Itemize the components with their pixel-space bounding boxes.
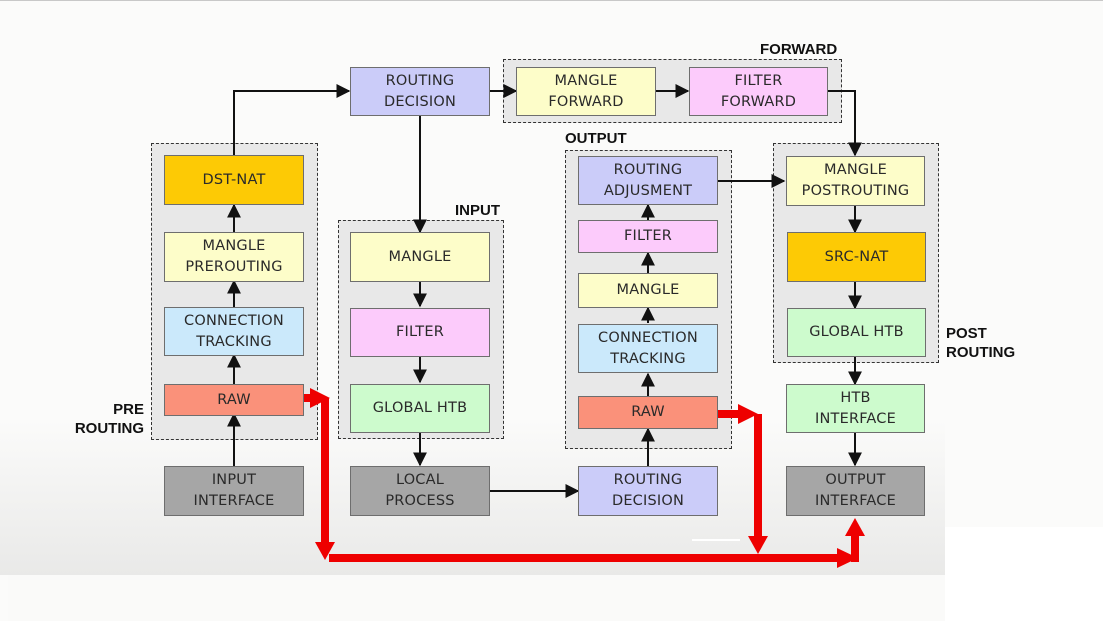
top-border <box>0 0 1103 1</box>
bypass-bottom-head <box>837 548 858 568</box>
node-prerouting-raw: RAW <box>164 384 304 416</box>
node-input-mangle: MANGLE <box>350 232 490 282</box>
postrouting-label-line-1: POST <box>946 325 987 342</box>
bypass-out-raw-stub <box>718 410 740 418</box>
node-input-global-htb: GLOBAL HTB <box>350 384 490 433</box>
postrouting-label-line-2: ROUTING <box>946 344 1016 361</box>
group-label-forward: FORWARD <box>760 41 838 58</box>
group-label-prerouting: PRE ROUTING <box>62 400 144 438</box>
group-label-postrouting: POST ROUTING <box>946 324 1015 362</box>
node-input-interface: INPUT INTERFACE <box>164 466 304 516</box>
node-input-filter: FILTER <box>350 308 490 357</box>
bypass-bottom-horizontal <box>329 554 839 562</box>
node-postrouting-global-htb: GLOBAL HTB <box>787 308 926 357</box>
node-mangle-forward: MANGLE FORWARD <box>516 67 656 116</box>
node-dst-nat: DST-NAT <box>164 155 304 205</box>
bypass-up-head <box>845 518 865 536</box>
bypass-out-raw-head <box>738 404 758 424</box>
node-mangle-postrouting: MANGLE POSTROUTING <box>786 156 925 206</box>
node-output-connection-tracking: CONNECTION TRACKING <box>578 324 718 373</box>
bypass-out-down-head <box>748 536 768 554</box>
node-htb-interface: HTB INTERFACE <box>786 384 925 433</box>
node-prerouting-connection-tracking: CONNECTION TRACKING <box>164 307 304 356</box>
artifact-line <box>692 539 740 541</box>
node-output-mangle: MANGLE <box>578 273 718 308</box>
group-label-input: INPUT <box>455 202 500 219</box>
node-output-raw: RAW <box>578 396 718 429</box>
node-routing-adjustment: ROUTING ADJUSMENT <box>578 156 718 205</box>
bypass-out-vertical <box>754 414 762 540</box>
node-routing-decision-prerouting: ROUTING DECISION <box>350 67 490 116</box>
node-routing-decision-output: ROUTING DECISION <box>578 466 718 516</box>
node-filter-forward: FILTER FORWARD <box>689 67 828 116</box>
bypass-up-stub <box>851 534 859 562</box>
node-output-interface: OUTPUT INTERFACE <box>786 466 925 516</box>
node-output-filter: FILTER <box>578 220 718 253</box>
bypass-pre-down-head <box>315 542 335 560</box>
group-label-output: OUTPUT <box>565 130 627 147</box>
background-bottom <box>8 575 945 621</box>
bypass-pre-vertical <box>321 398 329 544</box>
arrow-dstnat-to-routing <box>233 84 351 155</box>
node-local-process: LOCAL PROCESS <box>350 466 490 516</box>
raw-bypass-arrows <box>290 388 865 568</box>
arrow-filter-forward-to-mangle-postrouting <box>828 90 862 157</box>
node-src-nat: SRC-NAT <box>787 232 926 282</box>
bypass-pre-raw-head <box>310 388 330 408</box>
background-patch <box>945 527 1103 621</box>
node-mangle-prerouting: MANGLE PREROUTING <box>164 232 304 282</box>
prerouting-label-line-1: PRE <box>113 401 144 418</box>
prerouting-label-line-2: ROUTING <box>74 420 144 437</box>
